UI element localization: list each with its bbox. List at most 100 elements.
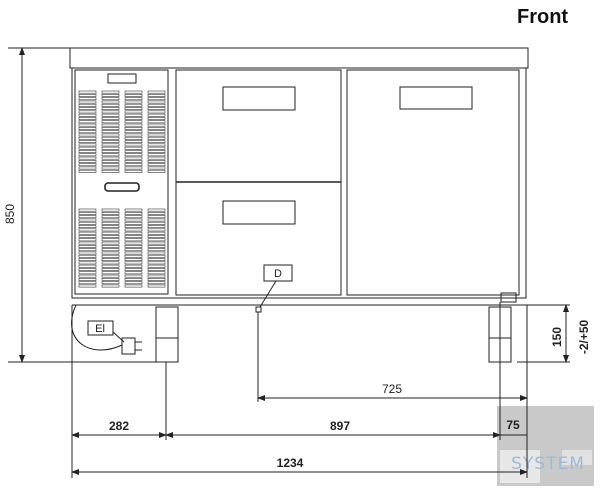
louver-slot	[124, 261, 143, 265]
drain-label-box	[263, 264, 293, 282]
plug-icon	[121, 337, 136, 355]
louver-slot	[101, 284, 120, 288]
louver-slot	[124, 264, 143, 268]
louver-slot	[124, 110, 143, 114]
louver-slot	[124, 117, 143, 120]
louver-slot	[101, 153, 120, 157]
louver-slot	[101, 166, 120, 170]
door-handle	[399, 86, 473, 110]
louver-slot	[147, 146, 166, 150]
louver-slot	[78, 100, 97, 104]
louver-slot	[124, 277, 143, 281]
view-title: Front	[517, 6, 568, 28]
louver-slot	[101, 261, 120, 265]
louver-slot	[147, 103, 166, 107]
louver-slot	[124, 208, 143, 212]
louver-slot	[147, 153, 166, 157]
louver-slot	[101, 103, 120, 107]
louver-slot	[147, 150, 166, 153]
drawer-bottom-handle	[222, 200, 296, 225]
louver-slot	[124, 133, 143, 137]
louver-slot	[124, 225, 143, 229]
louver-slot	[124, 212, 143, 215]
louver-slot	[78, 143, 97, 147]
louver-slot	[101, 156, 120, 160]
dim-leg-height: 150	[550, 327, 564, 347]
louver-slot	[147, 163, 166, 167]
louver-slot	[101, 150, 120, 153]
louver-slot	[147, 268, 166, 271]
louver-slot	[78, 150, 97, 153]
dim-leg-span: 897	[330, 419, 350, 433]
louver-slot	[101, 231, 120, 235]
louver-slot	[101, 169, 120, 173]
louver-slot	[124, 136, 143, 140]
watermark-text: SYSTEM	[511, 454, 585, 474]
louver-slot	[78, 97, 97, 101]
louver-slot	[78, 277, 97, 281]
louver-slot	[124, 140, 143, 144]
louver-slot	[101, 113, 120, 117]
louver-slot	[101, 208, 120, 212]
louver-slot	[147, 248, 166, 252]
louver-slot	[101, 241, 120, 245]
louver-slot	[78, 103, 97, 107]
louver-slot	[147, 208, 166, 212]
louver-slot	[124, 169, 143, 173]
louver-slot	[124, 153, 143, 157]
dim-drain-offset: 725	[382, 382, 402, 396]
louver-slot	[78, 153, 97, 157]
louver-slot	[78, 268, 97, 271]
louver-slot	[147, 110, 166, 114]
louver-slot	[124, 143, 143, 147]
louver-slot	[124, 231, 143, 235]
louver-slot	[101, 238, 120, 242]
louver-slot	[101, 268, 120, 271]
louver-slot	[147, 274, 166, 278]
louver-slot	[101, 160, 120, 163]
louver-slot	[147, 107, 166, 111]
louver-slot	[78, 228, 97, 232]
louver-slot	[124, 221, 143, 225]
louver-slot	[124, 90, 143, 94]
louver-slot	[147, 130, 166, 134]
louver-slot	[124, 123, 143, 127]
louver-slot	[101, 123, 120, 127]
louver-slot	[101, 110, 120, 114]
louver-slot	[124, 160, 143, 163]
electrical-label-box	[87, 320, 114, 336]
louver-slot	[124, 163, 143, 167]
louver-slot	[124, 97, 143, 101]
panel-handle	[104, 182, 140, 192]
louver-slot	[147, 143, 166, 147]
louver-slot	[147, 160, 166, 163]
louver-slot	[124, 251, 143, 255]
louver-slot	[147, 258, 166, 262]
louver-slot	[78, 274, 97, 278]
louver-slot	[101, 235, 120, 238]
louver-slot	[147, 284, 166, 288]
louver-slot	[124, 228, 143, 232]
louver-slot	[147, 113, 166, 117]
electrical-label: El	[95, 323, 105, 335]
louver-slot	[78, 271, 97, 275]
louver-slot	[101, 140, 120, 144]
louver-slot	[78, 258, 97, 262]
louver-slot	[147, 235, 166, 238]
louver-slot	[78, 146, 97, 150]
louver-slot	[147, 228, 166, 232]
louver-slot	[147, 156, 166, 160]
drain-outlet	[255, 306, 262, 313]
louver-slot	[101, 136, 120, 140]
louver-slot	[78, 140, 97, 144]
louver-slot	[101, 100, 120, 104]
louver-slot	[124, 218, 143, 222]
louver-slot	[78, 235, 97, 238]
louver-slot	[124, 215, 143, 219]
louver-slot	[124, 107, 143, 111]
louver-slot	[78, 133, 97, 137]
louver-slot	[78, 264, 97, 268]
dim-leg-adjust: -2/+50	[577, 319, 591, 354]
